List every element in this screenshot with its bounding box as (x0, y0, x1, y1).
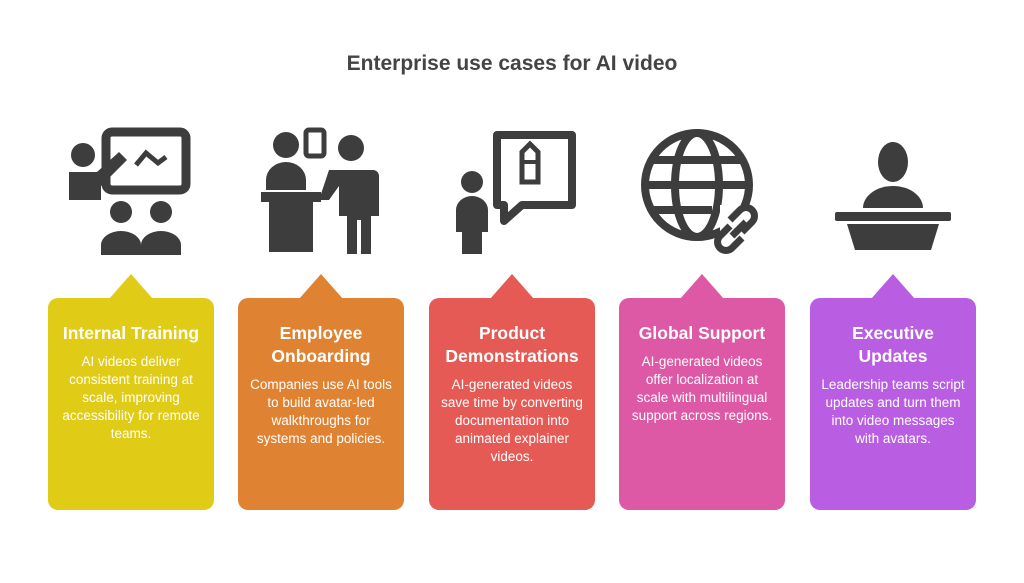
reception-desk-icon (251, 120, 391, 255)
card-description: Leadership teams script updates and turn… (821, 377, 965, 446)
card: Product Demonstrations AI-generated vide… (429, 274, 595, 510)
card-title: Internal Training (62, 323, 200, 343)
presentation-audience-icon (61, 120, 201, 255)
card: Internal Training AI videos deliver cons… (48, 274, 214, 510)
globe-link-icon (632, 120, 772, 255)
card-title: Employee Onboarding (271, 323, 371, 366)
card-description: AI-generated videos offer localization a… (631, 354, 773, 423)
card-title: Global Support (638, 323, 766, 343)
card-title: Executive Updates (852, 323, 934, 366)
card: Employee Onboarding Companies use AI too… (238, 274, 404, 510)
card-description: AI videos deliver consistent training at… (62, 354, 200, 441)
person-speech-document-icon (442, 120, 582, 255)
page-title: Enterprise use cases for AI video (346, 52, 678, 75)
card-title: Product Demonstrations (445, 323, 579, 366)
card-description: AI-generated videos save time by convert… (441, 377, 583, 464)
speaker-podium-icon (823, 120, 963, 255)
card: Executive Updates Leadership teams scrip… (810, 274, 976, 510)
card: Global Support AI-generated videos offer… (619, 274, 785, 510)
card-description: Companies use AI tools to build avatar-l… (250, 377, 392, 446)
